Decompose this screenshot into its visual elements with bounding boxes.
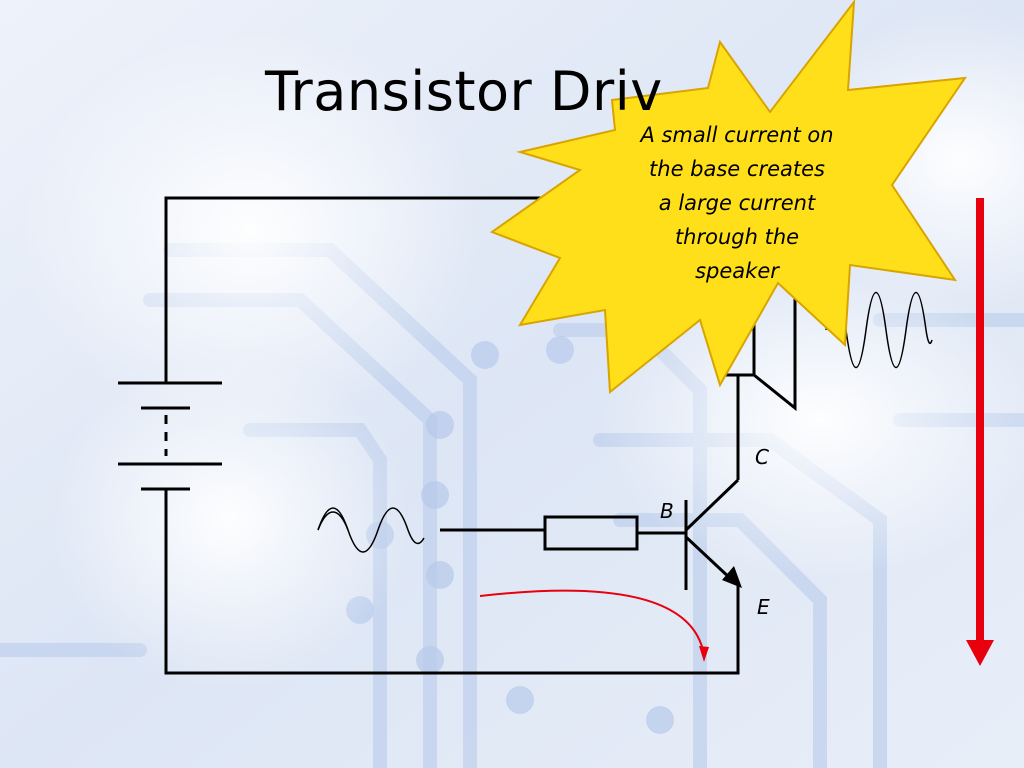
emitter-arrow bbox=[722, 566, 742, 588]
input-sine-wave-2 bbox=[317, 511, 349, 531]
callout-line: speaker bbox=[695, 259, 779, 283]
input-sine-wave-icon bbox=[317, 507, 425, 553]
label-base: B bbox=[660, 499, 674, 523]
callout-text: A small current on the base creates a la… bbox=[606, 118, 868, 288]
callout-line: A small current on bbox=[640, 123, 834, 147]
large-current-arrow-shaft bbox=[976, 198, 984, 643]
battery-icon bbox=[118, 381, 222, 491]
transistor-icon bbox=[684, 375, 740, 590]
starburst-shape bbox=[489, 0, 968, 394]
callout-line: through the bbox=[674, 225, 800, 249]
large-current-arrowhead bbox=[966, 640, 994, 666]
base-current-arrow bbox=[479, 589, 705, 656]
label-emitter: E bbox=[757, 595, 770, 619]
callout-line: a large current bbox=[658, 191, 816, 215]
page-title: Transistor Driv bbox=[265, 60, 663, 123]
resistor-icon bbox=[543, 515, 639, 551]
left-lower-wire bbox=[164, 489, 740, 675]
base-current-arrowhead bbox=[699, 646, 709, 662]
label-collector: C bbox=[755, 445, 769, 469]
top-wire bbox=[164, 196, 720, 383]
callout-line: the base creates bbox=[649, 157, 825, 181]
